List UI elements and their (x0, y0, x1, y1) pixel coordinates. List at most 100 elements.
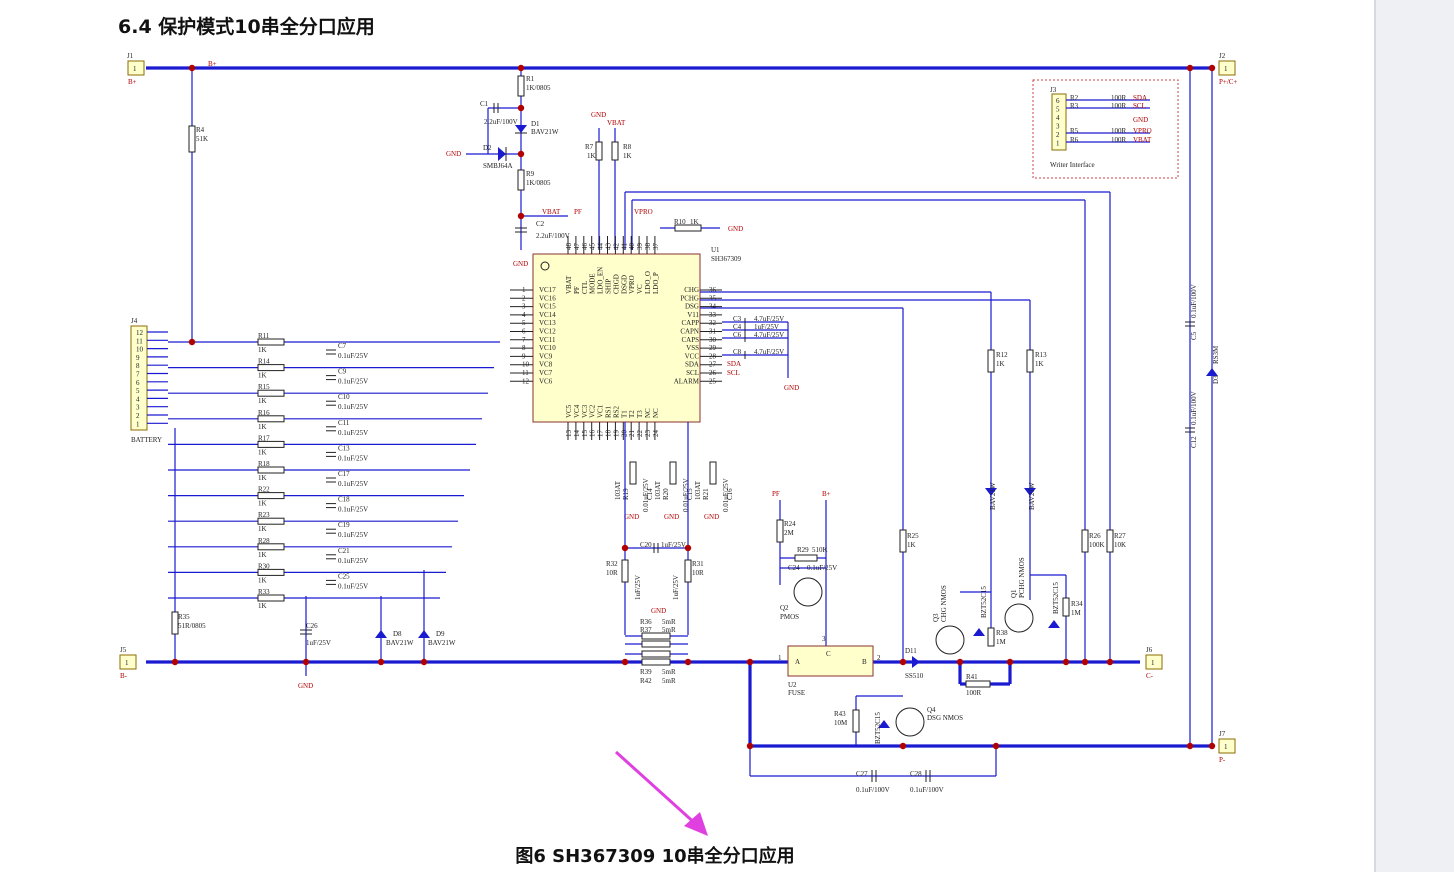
junction (517, 150, 525, 158)
resistor-r29 (794, 554, 818, 562)
ic-pin-name: VC9 (539, 352, 553, 360)
ic-pin-num: 34 (709, 303, 717, 311)
resistor-r4 (188, 125, 196, 153)
bplus-net-label: B+ (208, 60, 217, 68)
thermistor-ref: R21 (702, 488, 710, 500)
ic-pin-name: VC7 (539, 369, 553, 377)
ic-pin-name: LDO_O (644, 271, 652, 294)
svg-text:C-: C- (1146, 672, 1154, 680)
thermistor-cap-value: 0.01uF/25V (722, 478, 730, 512)
ic-pin-name: MODE (589, 273, 597, 294)
svg-text:PF: PF (574, 208, 582, 216)
svg-text:PF: PF (772, 490, 780, 498)
ic-pin-name: T1 (620, 410, 628, 418)
svg-text:R25: R25 (907, 532, 919, 540)
ic-pin-num: 3 (522, 303, 526, 311)
svg-text:RS3M: RS3M (1212, 345, 1220, 364)
svg-text:SMBJ64A: SMBJ64A (483, 162, 513, 170)
junction (684, 658, 692, 666)
thermistor-cap-ref: C15 (686, 488, 694, 500)
sda-net: SDA (727, 360, 741, 368)
sense-resistor (257, 389, 285, 397)
svg-text:1: 1 (133, 65, 137, 73)
pointer-arrow (614, 750, 708, 836)
j4-pin: 6 (136, 379, 140, 387)
svg-text:C20: C20 (640, 541, 652, 549)
resistor-r24 (776, 519, 784, 543)
svg-text:J2: J2 (1219, 52, 1226, 60)
thermistor-gnd: GND (624, 513, 639, 521)
junction (899, 742, 907, 750)
ic-pin-num: 5 (522, 319, 526, 327)
ic-pin-num: 42 (612, 243, 620, 251)
sense-resistor (257, 517, 285, 525)
ic-pin-name: T3 (636, 410, 644, 418)
ic-pin-num: 23 (644, 430, 652, 438)
resistor-r27 (1106, 529, 1114, 553)
diode-d8 (375, 630, 387, 638)
writer-res-ref: R2 (1070, 94, 1079, 102)
thermistor-gnd: GND (704, 513, 719, 521)
ic-pin-num: 20 (620, 430, 628, 438)
connector-j5: J5 1 B- (119, 646, 137, 680)
ic-pin-num: 17 (597, 430, 605, 438)
ic-pin-name: VC4 (573, 404, 581, 418)
ic-pin-name: VC8 (539, 361, 553, 369)
sense-res-ref: R16 (258, 409, 270, 417)
ic-pin-num: 28 (709, 352, 717, 360)
svg-text:BZT52C15: BZT52C15 (1052, 582, 1060, 614)
svg-text:BAV21W: BAV21W (428, 639, 456, 647)
thermistor-cap-value: 0.01uF/25V (642, 478, 650, 512)
current-sense-ref: R42 (640, 677, 652, 685)
ic-pin-name: VSS (686, 344, 699, 352)
ic-pin-num: 41 (620, 243, 628, 251)
viewer-gutter[interactable] (1374, 0, 1454, 872)
thermistor-ref: R20 (662, 488, 670, 500)
svg-text:51K: 51K (196, 135, 208, 143)
resistor-r34 (1062, 597, 1070, 617)
ic-pin-name: ALARM (674, 377, 700, 385)
thermistor-value: 103AT (614, 480, 622, 500)
resistor-r41 (965, 680, 991, 688)
sense-res-value: 1K (258, 397, 267, 405)
thermistor-value: 103AT (694, 480, 702, 500)
svg-text:PCHG NMOS: PCHG NMOS (1018, 557, 1026, 598)
svg-text:R31: R31 (692, 560, 704, 568)
ic-pin-name: VC3 (581, 404, 589, 418)
sense-res-ref: R18 (258, 460, 270, 468)
ic-pin-name: VC12 (539, 328, 556, 336)
resistor-r26 (1081, 529, 1089, 553)
svg-text:R26: R26 (1089, 532, 1101, 540)
ic-pin-num: 6 (522, 328, 526, 336)
junction (1208, 742, 1216, 750)
j4-pin: 2 (136, 412, 140, 420)
svg-text:VPRO: VPRO (634, 208, 653, 216)
svg-text:R32: R32 (606, 560, 618, 568)
writer-gnd: GND (1133, 116, 1148, 124)
sense-res-ref: R15 (258, 383, 270, 391)
sense-res-value: 1K (258, 372, 267, 380)
sense-cap-value: 0.1uF/25V (338, 531, 368, 539)
mosfet-q2 (793, 577, 823, 607)
svg-text:1K: 1K (996, 360, 1005, 368)
sense-cap-value: 0.1uF/25V (338, 582, 368, 590)
ic-pin-name: VC14 (539, 311, 556, 319)
sense-resistor (257, 492, 285, 500)
svg-text:B-: B- (120, 672, 128, 680)
svg-text:D2: D2 (483, 144, 492, 152)
document-page: 6.4 保护模式10串全分口应用 图6 SH367309 10串全分口应用 (118, 16, 795, 867)
svg-text:R24: R24 (784, 520, 796, 528)
svg-text:1: 1 (1224, 743, 1228, 751)
junction (956, 658, 964, 666)
junction-dots (171, 64, 1216, 750)
junction (746, 742, 754, 750)
thermistor-ref: R19 (622, 488, 630, 500)
current-sense-value: 5mR (662, 668, 676, 676)
ic-pin-name: VC13 (539, 319, 556, 327)
ic-pin-name: SHIP (605, 279, 613, 294)
diode-d4 (985, 488, 997, 496)
resistor-r43 (852, 709, 860, 733)
ic-pin-name: VBAT (565, 275, 573, 294)
svg-text:J5: J5 (120, 646, 127, 654)
